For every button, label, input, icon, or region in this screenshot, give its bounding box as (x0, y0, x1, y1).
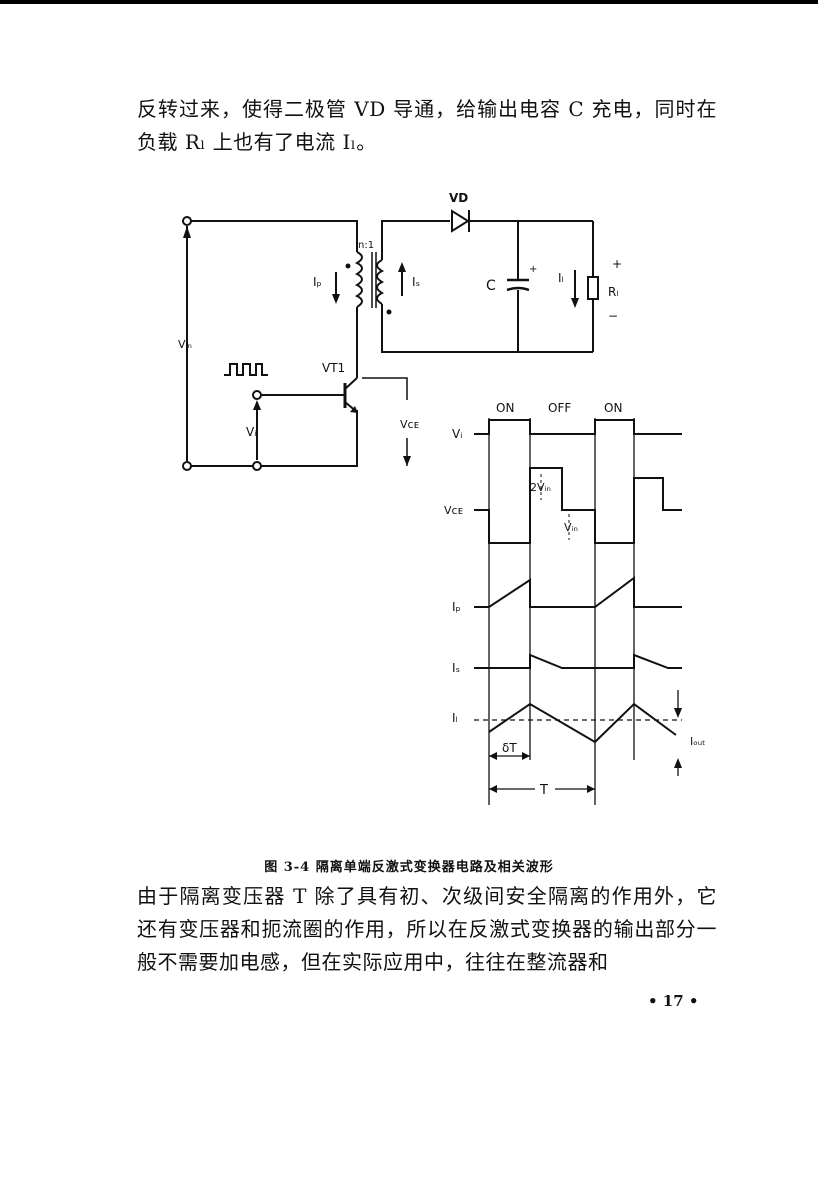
secondary-top-wire (381, 220, 450, 260)
label-rl-plus: + (612, 257, 622, 271)
waveform-vce (474, 467, 682, 544)
iout-arrowhead (674, 708, 682, 718)
label-vin: Vᵢₙ (178, 338, 192, 351)
emitter-arrow (350, 406, 358, 413)
secondary-bottom-wire (381, 304, 593, 353)
figure-3-4: VD n:1 Iₚ Iₛ C + Iₗ + Rₗ − Vᵢₙ VT1 Vᴄᴇ V… (178, 191, 706, 805)
ip-arrowhead (332, 294, 340, 304)
label-vd: VD (449, 191, 468, 205)
figure-caption: 图 3-4 隔离单端反激式变换器电路及相关波形 (264, 860, 554, 875)
label-c: C (486, 278, 496, 294)
label-vce-wave: Vᴄᴇ (444, 504, 463, 517)
label-ip-wave: Iₚ (452, 600, 461, 614)
label-on-1: ON (496, 401, 514, 415)
label-turns-ratio: n:1 (358, 240, 374, 251)
il-arrowhead (571, 298, 579, 308)
label-vce-circuit: Vᴄᴇ (400, 418, 419, 431)
label-period-t: T (539, 783, 548, 798)
waveform-ip (474, 576, 682, 608)
primary-top-wire (191, 220, 358, 252)
secondary-dot (386, 309, 392, 315)
label-vin-wave: Vᵢₙ (564, 521, 578, 534)
vce-arrowhead (403, 456, 411, 466)
waveform-is (474, 653, 682, 669)
input-terminal-top (182, 216, 192, 226)
vce-bracket-top (362, 377, 408, 400)
label-rl-minus: − (608, 309, 618, 323)
label-il-wave: Iₗ (452, 711, 458, 725)
paragraph-bottom: 由于隔离变压器 T 除了具有初、次级间安全隔离的作用外，它还有变压器和扼流圈的作… (137, 884, 717, 974)
primary-coil (354, 251, 363, 308)
emitter-terminal (252, 461, 262, 471)
waveform-diagram (474, 418, 682, 805)
period-arrow-right (587, 785, 595, 793)
period-arrow-left (489, 785, 497, 793)
label-il-circuit: Iₗ (558, 271, 564, 285)
circuit-diagram (182, 209, 599, 471)
vin-arrow-up (183, 226, 191, 238)
page-number: • 17 • (648, 992, 699, 1010)
delta-t-arrow-right (522, 752, 530, 760)
waveform-vi (474, 419, 682, 435)
is-arrowhead (398, 262, 406, 272)
load-resistor-rl (587, 276, 599, 300)
label-off: OFF (548, 401, 571, 415)
label-iout: Iₒᵤₜ (690, 735, 706, 748)
scan-top-border (0, 0, 818, 4)
label-c-plus: + (529, 264, 537, 275)
label-vi-wave: Vᵢ (452, 427, 462, 441)
label-ip-circuit: Iₚ (313, 275, 322, 289)
label-vt1: VT1 (322, 361, 345, 375)
label-is-wave: Iₛ (452, 661, 460, 675)
input-terminal-bottom (182, 461, 192, 471)
label-2vin: 2Vᵢₙ (530, 481, 551, 494)
label-is-circuit: Iₛ (412, 275, 420, 289)
iout-lower-arrowhead (674, 758, 682, 768)
transistor-collector (344, 377, 358, 390)
label-delta-t: δT (502, 741, 517, 755)
label-on-2: ON (604, 401, 622, 415)
label-vi-circuit: Vᵢ (246, 425, 256, 439)
diode-vd (451, 209, 470, 233)
capacitor-plate-2 (506, 286, 530, 292)
secondary-coil (376, 259, 385, 305)
delta-t-arrow-left (489, 752, 497, 760)
label-rl: Rₗ (608, 285, 618, 299)
waveform-il (488, 702, 677, 744)
paragraph-top: 反转过来，使得二极管 VD 导通，给输出电容 C 充电，同时在负载 Rₗ 上也有… (137, 97, 717, 154)
primary-dot (345, 263, 351, 269)
base-terminal (252, 390, 262, 400)
vi-arrowhead (253, 400, 261, 410)
pulse-symbol (224, 363, 268, 376)
bottom-rail-wire (191, 410, 358, 467)
